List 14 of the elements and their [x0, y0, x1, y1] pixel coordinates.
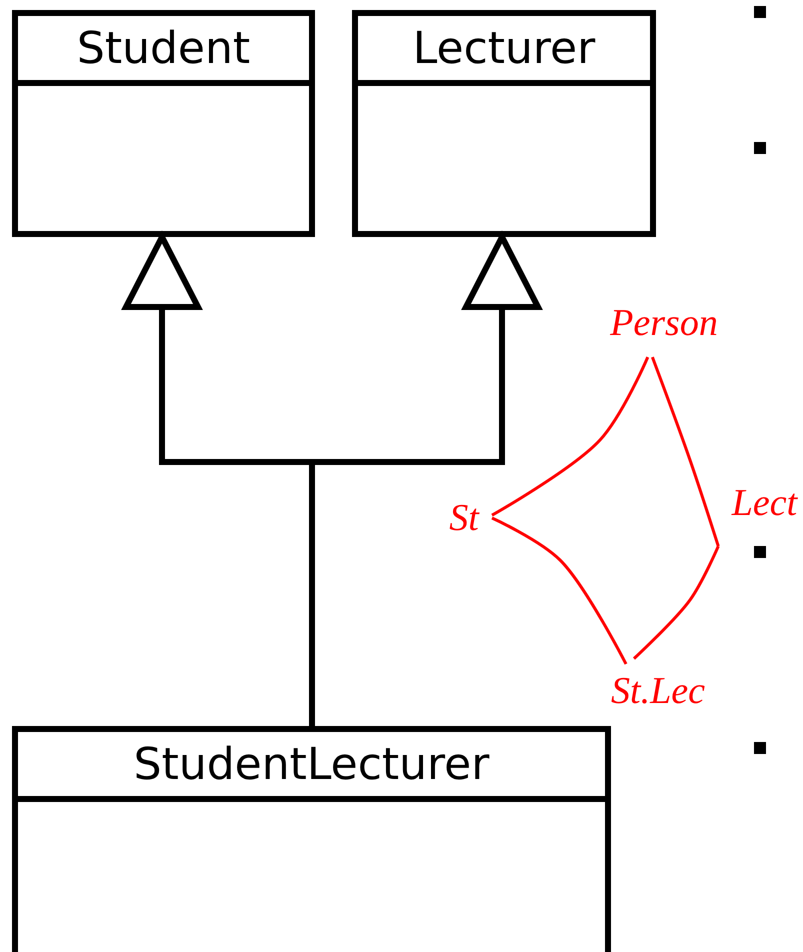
connector-line: [632, 546, 720, 660]
class-name: Student: [76, 22, 250, 74]
connector-line: [651, 356, 720, 547]
connector-line: [491, 356, 650, 516]
class-name: Lecturer: [412, 22, 596, 74]
handwritten-label: St.Lec: [611, 669, 705, 713]
handwritten-label: Lect: [732, 481, 798, 525]
class-name: StudentLecturer: [134, 738, 490, 790]
handwritten-label: Person: [610, 301, 718, 345]
class-box: [12, 10, 315, 237]
connector-line: [491, 516, 628, 665]
class-box: [352, 10, 656, 237]
handwritten-label: St: [449, 496, 479, 540]
class-box: [12, 726, 611, 952]
